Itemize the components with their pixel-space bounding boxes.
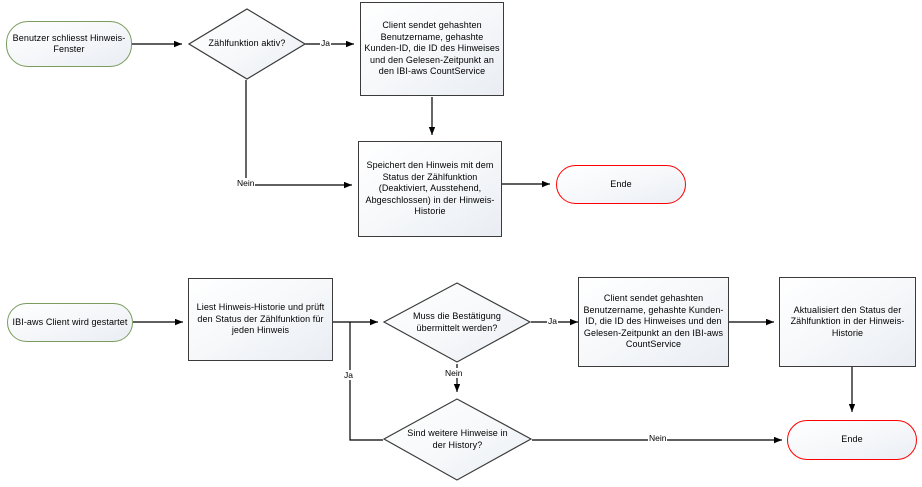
node-label: Benutzer schliesst Hinweis- Fenster [12,32,126,55]
diamond-shape [188,8,306,80]
node-label: Speichert den Hinweis mit dem Status der… [365,160,495,217]
node-start-ibi-aws-client-wird-gestartet[interactable]: IBI-aws Client wird gestartet [7,303,133,342]
diamond-shape [383,398,532,481]
node-process-client-sendet-countservice-top[interactable]: Client sendet gehashten Benutzername, ge… [360,2,504,96]
edge-label-dec3-ja: Ja [343,370,354,380]
edge-label-dec3-nein: Nein [648,433,668,443]
edge-dec3-proc3 [349,322,383,441]
edge-label-dec2-ja: Ja [547,316,558,326]
node-end-ende-bottom[interactable]: Ende [787,420,917,460]
node-label: Ende [610,178,632,189]
edge-label-dec1-ja: Ja [320,38,331,48]
edge-dec1-proc2 [245,80,352,189]
node-label: IBI-aws Client wird gestartet [12,316,128,327]
node-label: Zählfunktion aktiv? [208,38,286,49]
node-label: Aktualisiert den Status der Zählfunktion… [790,304,905,338]
node-label: Liest Hinweis-Historie und prüft den Sta… [196,302,325,336]
node-decision-zaehlfunktion-aktiv[interactable]: Zählfunktion aktiv? [188,8,306,80]
node-label: Client sendet gehashten Benutzername, ge… [364,20,500,77]
node-decision-sind-weitere-hinweise-in-der-history[interactable]: Sind weitere Hinweise in der History? [383,398,532,481]
node-label: Sind weitere Hinweise in der History? [407,428,508,450]
node-process-liest-hinweis-historie[interactable]: Liest Hinweis-Historie und prüft den Sta… [188,278,333,361]
node-label: Muss die Bestätigung übermittelt werden? [412,311,502,333]
diamond-shape [383,282,531,363]
node-start-benutzer-schliesst-hinweis-fenster[interactable]: Benutzer schliesst Hinweis- Fenster [6,21,132,67]
node-decision-muss-bestaetigung-uebermittelt-werden[interactable]: Muss die Bestätigung übermittelt werden? [383,282,531,363]
node-label: Client sendet gehashten Benutzername, ge… [583,293,724,350]
node-process-client-sendet-countservice-bottom[interactable]: Client sendet gehashten Benutzername, ge… [578,277,729,367]
node-process-speichert-hinweis-status[interactable]: Speichert den Hinweis mit dem Status der… [358,141,502,237]
node-process-aktualisiert-status-zaehlfunktion[interactable]: Aktualisiert den Status der Zählfunktion… [779,277,916,367]
node-end-ende-top[interactable]: Ende [556,165,686,204]
node-label: Ende [841,434,863,445]
edge-label-dec2-nein: Nein [444,368,464,378]
edge-label-dec1-nein: Nein [236,178,256,188]
